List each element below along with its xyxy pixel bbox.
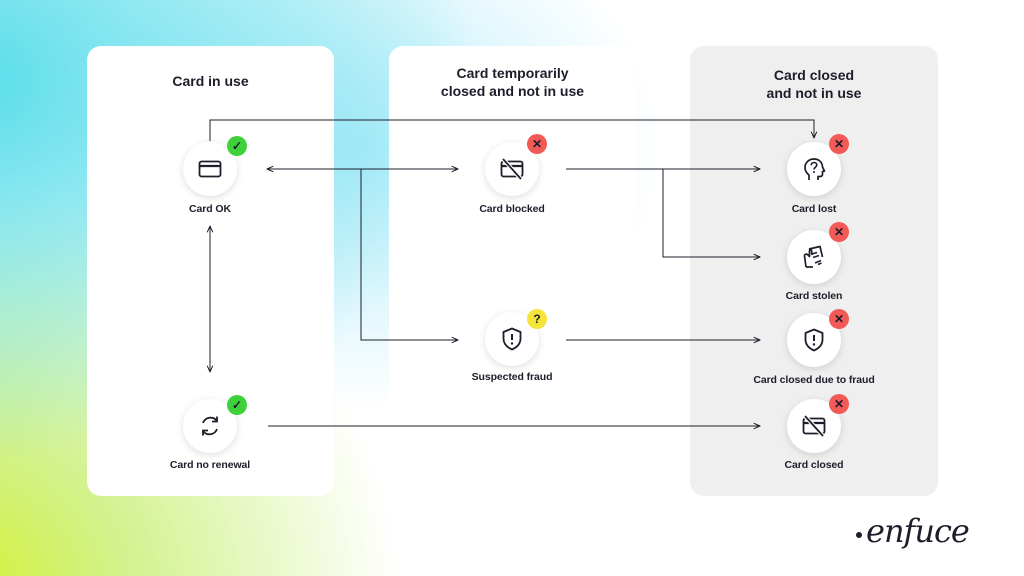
column-title-card-closed: Card closed and not in use [690,66,938,102]
shield-alert-icon [502,327,522,351]
card-crossed-icon [802,414,826,438]
edge-card-ok-card-lost [209,119,814,141]
status-closed-badge: ✕ [829,309,849,329]
shield-alert-icon [804,328,824,352]
status-closed-badge: ✕ [829,222,849,242]
card-crossed-icon [500,157,524,181]
enfuce-logo: enfuce [866,512,970,550]
node-label-card-stolen: Card stolen [785,290,843,302]
status-closed-badge: ✕ [829,134,849,154]
node-label-card-blocked: Card blocked [479,203,545,215]
column-title-line: Card in use [172,73,249,89]
question-head-icon [804,158,826,180]
node-label-card-ok: Card OK [189,203,231,215]
column-card-temporarily-closed [389,46,636,496]
column-title-card-in-use: Card in use [87,72,334,90]
status-closed-badge: ✕ [829,394,849,414]
column-title-card-temporarily-closed: Card temporarily closed and not in use [389,64,636,100]
renew-cycle-icon [202,416,218,436]
column-title-line: Card closed [773,67,855,83]
node-label-card-no-renewal: Card no renewal [169,459,251,471]
node-label-card-lost: Card lost [791,203,837,215]
node-label-suspected-fraud: Suspected fraud [471,371,553,383]
column-title-line: closed and not in use [440,83,585,99]
stolen-card-hand-icon [803,245,824,268]
edge-card-ok-suspected-fraud [360,169,458,340]
credit-card-icon [198,160,222,178]
status-ok-badge: ✓ [227,395,247,415]
logo-dot [856,532,862,538]
column-title-line: Card temporarily [456,65,569,81]
status-unknown-badge: ? [527,309,547,329]
column-title-line: and not in use [766,85,862,101]
edge-card-blocked-card-stolen [662,169,760,257]
status-ok-badge: ✓ [227,136,247,156]
node-label-card-closed: Card closed [784,459,844,471]
node-label-card-closed-due-to-fraud: Card closed due to fraud [753,374,875,386]
status-closed-badge: ✕ [527,134,547,154]
